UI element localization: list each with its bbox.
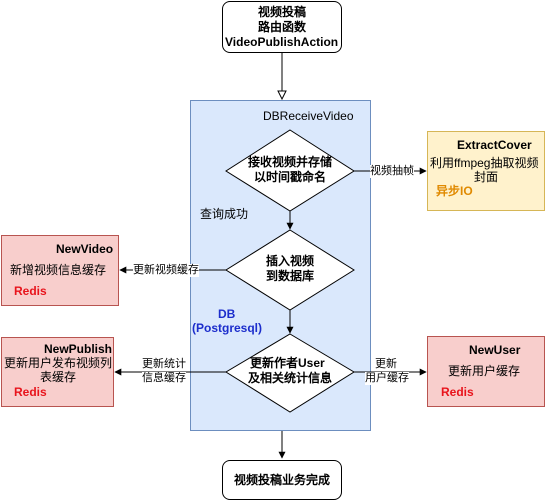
- extract-cover-title: ExtractCover: [457, 138, 532, 152]
- edge-label-update-stats-1: 更新统计: [142, 358, 186, 371]
- start-line-1: 视频投稿: [258, 5, 307, 19]
- new-publish-node: [1, 337, 114, 407]
- start-node: [222, 1, 342, 53]
- db-label: DB: [218, 307, 236, 321]
- edge-label-extract-frame: 视频抽帧: [370, 165, 414, 178]
- new-video-redis-tag: Redis: [14, 284, 47, 298]
- extract-cover-line-2: 封面: [474, 170, 499, 184]
- decision-update-line-2: 及相关统计信息: [248, 371, 333, 385]
- end-node: [222, 460, 342, 500]
- new-user-desc: 更新用户缓存: [448, 364, 521, 378]
- decision-receive-line-1: 接收视频并存储: [248, 155, 333, 169]
- query-success-label: 查询成功: [200, 207, 249, 221]
- new-publish-redis-tag: Redis: [14, 385, 47, 399]
- decision-insert-line-1: 插入视频: [266, 254, 315, 268]
- new-video-node: [1, 235, 119, 306]
- db-engine-label: (Postgresql): [192, 321, 263, 335]
- new-user-node: [427, 336, 545, 407]
- start-line-3: VideoPublishAction: [225, 35, 339, 49]
- edge-label-update-video-cache: 更新视频缓存: [133, 264, 199, 277]
- edge-label-update-stats-2: 信息缓存: [142, 372, 186, 385]
- container-title: DBReceiveVideo: [263, 109, 354, 123]
- decision-update: [225, 333, 355, 413]
- new-video-desc: 新增视频信息缓存: [10, 263, 107, 277]
- extract-cover-node: [427, 131, 545, 211]
- edge-label-update-user-2: 用户缓存: [365, 372, 409, 385]
- new-video-title: NewVideo: [56, 242, 114, 256]
- end-label: 视频投稿业务完成: [234, 473, 331, 487]
- extract-cover-async-tag: 异步IO: [436, 184, 473, 198]
- new-publish-line-1: 更新用户发布视频列: [4, 356, 113, 370]
- decision-receive-line-2: 以时间戳命名: [254, 170, 327, 184]
- new-publish-line-2: 表缓存: [40, 370, 77, 384]
- decision-insert: [225, 229, 355, 311]
- new-publish-title: NewPublish: [44, 342, 113, 356]
- new-user-redis-tag: Redis: [441, 385, 474, 399]
- new-user-title: NewUser: [469, 343, 521, 357]
- start-line-2: 路由函数: [258, 20, 307, 34]
- decision-insert-line-2: 到数据库: [266, 269, 315, 283]
- extract-cover-line-1: 利用ffmpeg抽取视频: [430, 156, 539, 170]
- edge-label-update-user-1: 更新: [375, 358, 397, 371]
- decision-receive: [225, 129, 355, 212]
- decision-update-line-1: 更新作者User: [250, 356, 325, 370]
